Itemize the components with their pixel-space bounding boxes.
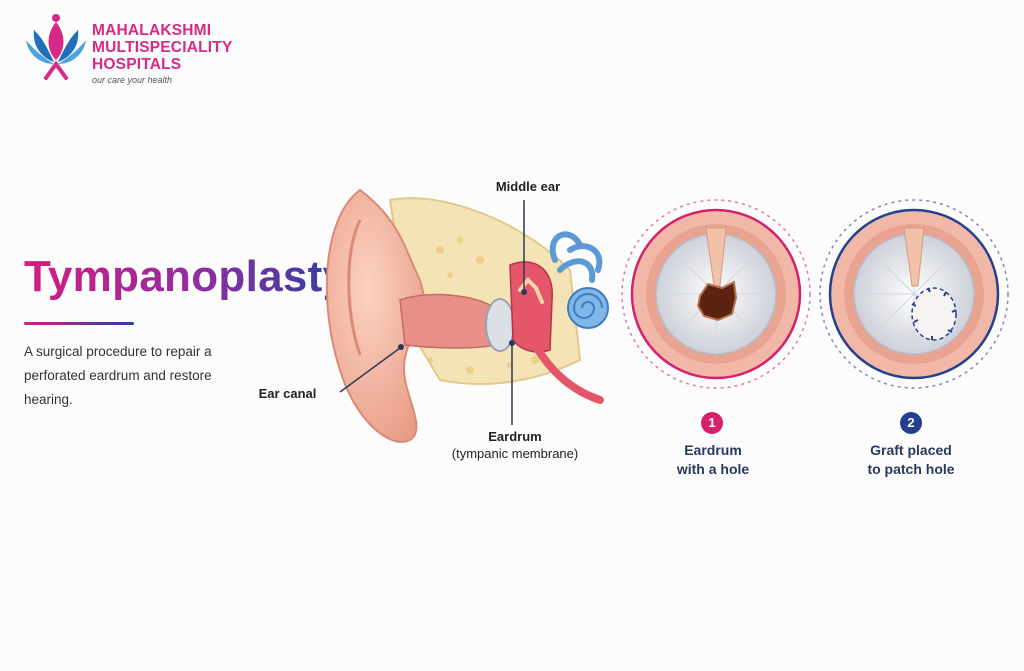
eardrum-sublabel: (tympanic membrane)	[451, 446, 579, 461]
brand-tagline: our care your health	[92, 75, 173, 85]
grafted-eardrum-illustration	[819, 199, 1009, 389]
brand-text: MAHALAKSHMI MULTISPECIALITY HOSPITALS ou…	[92, 22, 233, 85]
step-one-caption: Eardrum with a hole	[640, 441, 786, 479]
step-one-caption-line1: Eardrum	[684, 442, 742, 458]
outer-ear-shape	[325, 188, 432, 443]
middle-ear-shape	[509, 261, 553, 353]
ear-canal-label: Ear canal	[258, 386, 317, 401]
hospital-logo: MAHALAKSHMI MULTISPECIALITY HOSPITALS ou…	[24, 12, 244, 85]
perforated-eardrum-illustration	[621, 199, 811, 389]
step-two-caption-line2: to patch hole	[867, 461, 955, 477]
title-underline	[24, 322, 134, 325]
middle-ear-label: Middle ear	[495, 179, 561, 194]
brand-name-line1: MAHALAKSHMI	[92, 22, 212, 39]
step-one-caption-line2: with a hole	[676, 461, 750, 477]
procedure-description: A surgical procedure to repair a perfora…	[24, 344, 212, 407]
eardrum-hole	[696, 280, 738, 322]
step-two-badge: 2	[900, 412, 922, 434]
eardrum-label: Eardrum	[488, 429, 542, 444]
page-title: Tympanoplasty	[24, 252, 348, 301]
ear-anatomy-illustration	[325, 188, 609, 443]
step-one-badge: 1	[701, 412, 723, 434]
step-two-caption-line1: Graft placed	[870, 442, 952, 458]
step-two-caption: Graft placed to patch hole	[836, 441, 986, 479]
graft-patch	[911, 287, 957, 341]
lotus-logo-icon	[26, 14, 86, 80]
cochlea-shape	[549, 231, 609, 329]
brand-name-line2: MULTISPECIALITY	[92, 39, 233, 56]
ear-canal-shape	[399, 293, 496, 349]
brand-name-line3: HOSPITALS	[92, 56, 182, 73]
